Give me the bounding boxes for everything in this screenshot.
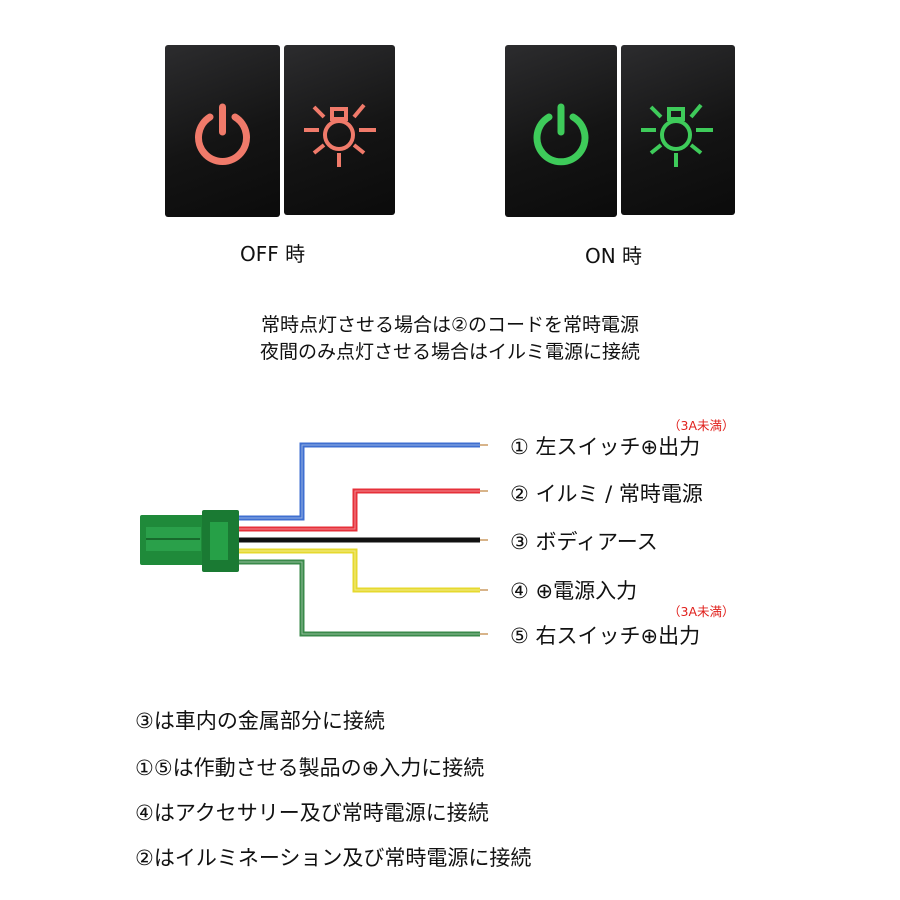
- wire-1: [238, 442, 480, 521]
- intro-line-1: 常時点灯させる場合は②のコードを常時電源: [260, 314, 640, 336]
- note-1: ③は車内の金属部分に接続: [135, 709, 385, 733]
- wire-label-5: ⑤ 右スイッチ⊕出力: [510, 624, 701, 648]
- wire-2: [238, 488, 480, 532]
- wire-note-1: （3A未満）: [668, 418, 735, 433]
- on-power-switch: [505, 45, 617, 217]
- note-3: ④はアクセサリー及び常時電源に接続: [135, 801, 489, 825]
- off-light-switch: [284, 45, 395, 215]
- wire-4: [238, 548, 480, 593]
- intro-line-2: 夜間のみ点灯させる場合はイルミ電源に接続: [259, 341, 640, 363]
- on-light-switch: [621, 45, 735, 215]
- off-power-switch: [165, 45, 280, 217]
- light-icon: [641, 103, 713, 167]
- on-caption: ON 時: [585, 244, 643, 268]
- connector: [140, 510, 239, 572]
- light-icon: [304, 103, 376, 167]
- wire-label-3: ③ ボディアース: [510, 530, 658, 554]
- power-icon: [533, 103, 589, 166]
- wire-label-1: ① 左スイッチ⊕出力: [510, 435, 701, 459]
- note-4: ②はイルミネーション及び常時電源に接続: [135, 846, 532, 870]
- wire-label-4: ④ ⊕電源入力: [510, 579, 638, 603]
- wire-5: [238, 559, 480, 637]
- note-2: ①⑤は作動させる製品の⊕入力に接続: [135, 756, 485, 780]
- wire-label-2: ② イルミ / 常時電源: [510, 482, 703, 506]
- off-caption: OFF 時: [240, 242, 306, 266]
- wire-note-5: （3A未満）: [668, 604, 735, 619]
- power-icon: [195, 103, 250, 165]
